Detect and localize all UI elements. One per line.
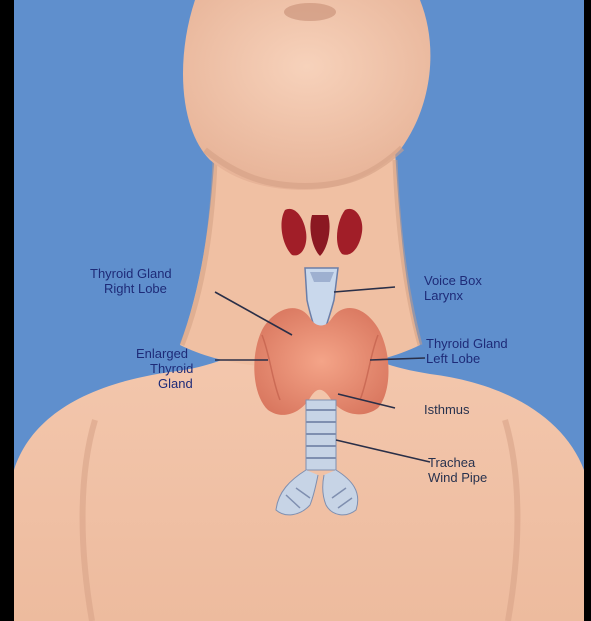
label-line: Voice Box	[424, 273, 482, 288]
label-line: Wind Pipe	[428, 470, 487, 485]
label-line: Thyroid Gland	[90, 266, 172, 281]
label-isthmus: Isthmus	[424, 402, 470, 417]
label-line: Thyroid Gland	[426, 336, 508, 351]
label-enlarged-thyroid: Enlarged Thyroid Gland	[136, 346, 193, 391]
label-trachea: Trachea Wind Pipe	[428, 455, 487, 485]
label-line: Right Lobe	[90, 281, 172, 296]
label-line: Left Lobe	[426, 351, 508, 366]
label-line: Enlarged	[136, 346, 193, 361]
label-line: Larynx	[424, 288, 482, 303]
label-thyroid-right-lobe: Thyroid Gland Right Lobe	[90, 266, 172, 296]
right-black-bar	[584, 0, 591, 621]
left-black-bar	[0, 0, 14, 621]
label-line: Trachea	[428, 455, 487, 470]
label-line: Thyroid	[136, 361, 193, 376]
label-line: Gland	[136, 376, 193, 391]
label-thyroid-left-lobe: Thyroid Gland Left Lobe	[426, 336, 508, 366]
label-voice-box: Voice Box Larynx	[424, 273, 482, 303]
